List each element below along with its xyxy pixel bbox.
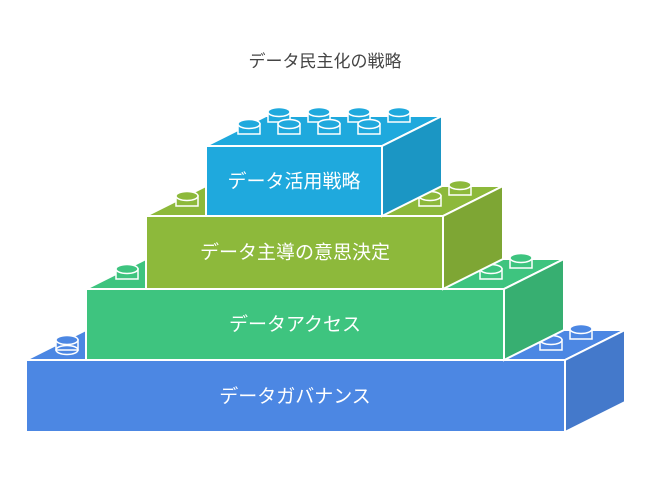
stud <box>448 179 472 196</box>
stud <box>387 106 411 123</box>
layer-label: データアクセス <box>229 314 361 336</box>
stud <box>115 263 139 280</box>
stud <box>317 118 341 135</box>
diagram-title: データ民主化の戦略 <box>248 52 402 72</box>
stud <box>55 334 79 356</box>
stud <box>569 323 593 340</box>
stud <box>267 106 291 123</box>
stud <box>347 106 371 123</box>
stud <box>509 252 533 269</box>
stud <box>175 190 199 207</box>
stud <box>357 118 381 135</box>
layer-label: データガバナンス <box>219 386 371 408</box>
layer-label: データ主導の意思決定 <box>200 242 390 264</box>
stud <box>237 118 261 135</box>
stud <box>277 118 301 135</box>
layer-label: データ活用戦略 <box>227 171 360 193</box>
layer-data-utilization-strategy: データ活用戦略 <box>205 106 443 218</box>
